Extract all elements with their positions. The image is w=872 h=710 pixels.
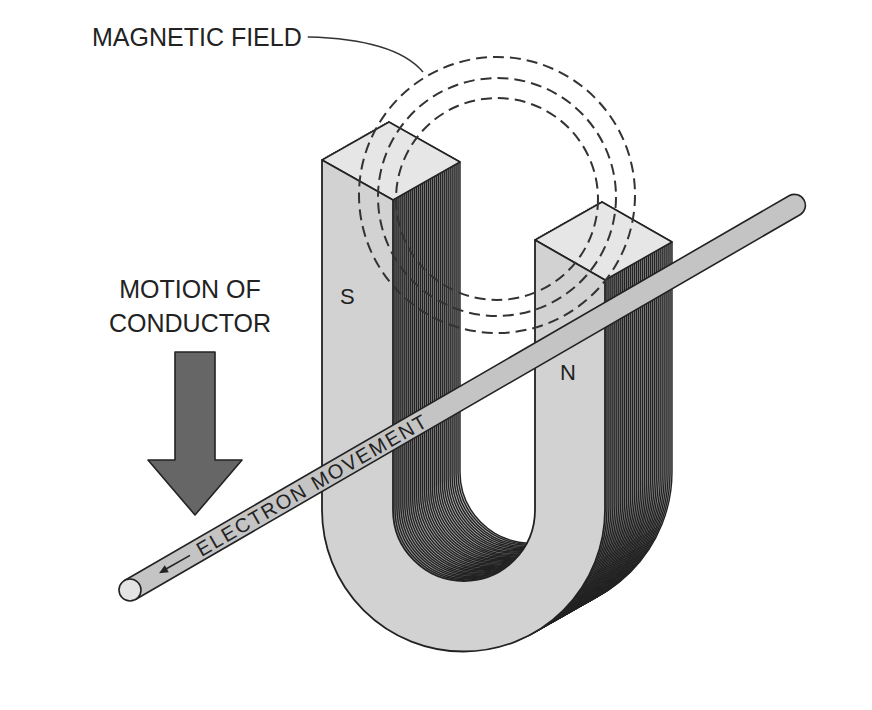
pole-label: N <box>560 360 576 386</box>
electron-label: ELECTRON MOVEMENT <box>192 408 433 561</box>
electron-arrow <box>166 555 190 569</box>
leader-line <box>308 37 423 72</box>
conductor-end <box>119 579 141 601</box>
field-line <box>396 98 598 300</box>
motion-arrow <box>148 352 242 515</box>
conductor <box>125 194 806 599</box>
field-lines <box>359 57 635 333</box>
field-label: MAGNETIC FIELD <box>92 22 302 52</box>
field-line <box>359 57 635 333</box>
electron-arrowhead <box>159 565 169 573</box>
pole-label: S <box>340 284 355 310</box>
field-line <box>378 78 616 316</box>
motion-label: MOTION OF CONDUCTOR <box>80 272 300 340</box>
